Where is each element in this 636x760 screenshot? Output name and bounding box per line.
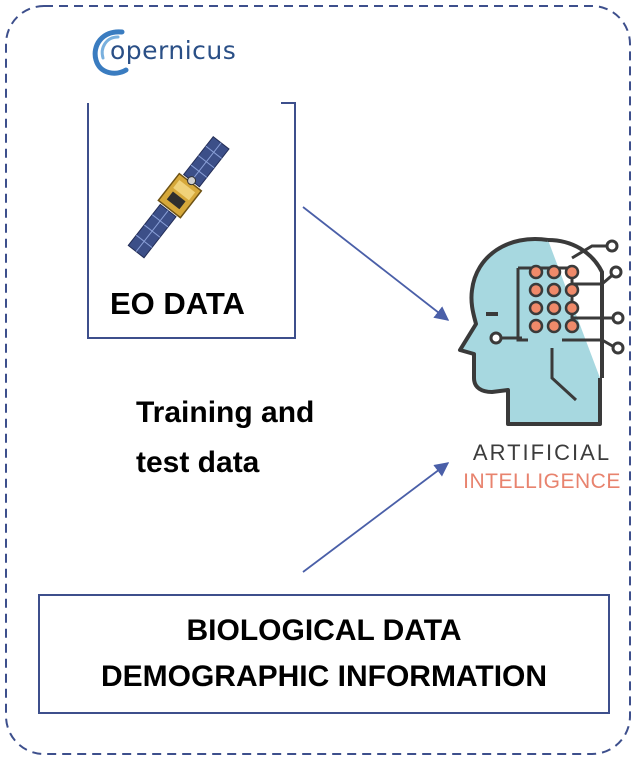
satellite-icon (127, 135, 230, 259)
bio-line-1: BIOLOGICAL DATA (186, 614, 462, 647)
arrow-eo-to-ai (302, 206, 450, 321)
training-line-1: Training and (136, 396, 315, 429)
training-line-2: test data (136, 446, 260, 479)
ai-word-artificial: ARTIFICIAL (472, 440, 612, 465)
bio-line-2: DEMOGRAPHIC INFORMATION (100, 660, 548, 693)
eo-data-label: EO DATA (110, 286, 245, 321)
logo-wordmark: opernicus (110, 36, 237, 65)
ai-word-intelligence: INTELLIGENCE (463, 470, 621, 493)
biological-data-box: BIOLOGICAL DATA DEMOGRAPHIC INFORMATION (38, 594, 610, 714)
arrow-bio-to-ai (302, 462, 450, 573)
copernicus-logo-icon (92, 29, 129, 76)
eo-data-box (87, 102, 296, 339)
training-test-data-label: Training and test data (136, 388, 396, 488)
ai-head-icon (458, 237, 625, 426)
